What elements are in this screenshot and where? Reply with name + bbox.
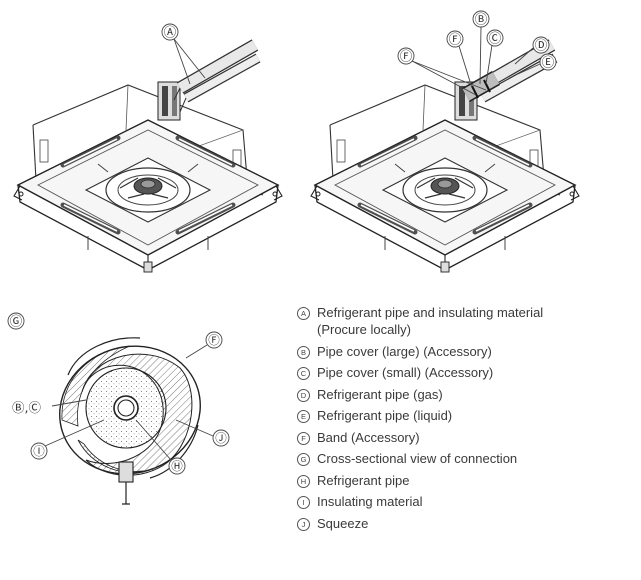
svg-text:Ⓒ: Ⓒ [489, 31, 502, 46]
legend-mark: B [297, 345, 310, 359]
svg-text:Ⓗ: Ⓗ [171, 459, 183, 473]
section-label-j: Ⓙ [175, 419, 230, 447]
legend-item-h: H Refrigerant pipe [296, 472, 641, 489]
legend-item-j: J Squeeze [296, 515, 641, 532]
legend-text: Refrigerant pipe [317, 472, 410, 488]
callout-f-upper: Ⓕ [446, 30, 473, 89]
legend-text: Pipe cover (small) (Accessory) [317, 365, 494, 380]
svg-text:Ⓖ: Ⓖ [10, 314, 23, 329]
legend-mark: A [297, 307, 310, 320]
legend-mark: C [297, 367, 310, 380]
callout-f-lower: Ⓕ [397, 47, 487, 96]
legend-mark: D [297, 388, 310, 402]
svg-text:Ⓕ: Ⓕ [208, 333, 220, 347]
svg-text:Ⓙ: Ⓙ [215, 431, 227, 445]
legend-text: Pipe cover (large) (Accessory) [317, 343, 492, 359]
svg-text:Ⓕ: Ⓕ [449, 32, 462, 47]
right-cassette-unit: Ⓑ Ⓒ Ⓓ Ⓔ Ⓕ Ⓕ [311, 10, 579, 272]
section-label-bc: Ⓑ,Ⓒ [12, 399, 87, 415]
legend-item-i: I Insulating material [296, 493, 641, 510]
svg-text:Ⓘ: Ⓘ [33, 444, 45, 458]
callout-b: Ⓑ [472, 10, 490, 85]
legend-text: Refrigerant pipe (liquid) [317, 408, 453, 423]
legend-text: Squeeze [317, 515, 369, 531]
svg-text:Ⓕ: Ⓕ [400, 49, 413, 64]
legend-mark: E [297, 410, 310, 423]
legend-item-b: B Pipe cover (large) (Accessory) [296, 343, 641, 360]
svg-text:Ⓐ: Ⓐ [164, 25, 177, 40]
callout-e: Ⓔ [517, 53, 557, 75]
legend-text: Insulating material [317, 494, 423, 509]
section-label-f: Ⓕ [185, 331, 223, 359]
svg-text:Ⓑ: Ⓑ [475, 12, 488, 27]
legend-text: Band (Accessory) [317, 429, 420, 445]
legend-text: Cross-sectional view of connection [317, 451, 518, 466]
left-cassette-unit: Ⓐ [14, 23, 282, 272]
legend-mark: F [297, 431, 310, 445]
legend-mark: I [297, 496, 310, 509]
legend-text: Refrigerant pipe and insulating material… [317, 305, 544, 337]
parts-legend: A Refrigerant pipe and insulating materia… [296, 304, 641, 536]
section-label-i: Ⓘ [30, 419, 105, 460]
legend-item-a: A Refrigerant pipe and insulating materia… [296, 304, 641, 338]
section-label-h: Ⓗ [135, 419, 186, 475]
svg-text:Ⓑ,Ⓒ: Ⓑ,Ⓒ [12, 400, 41, 415]
legend-item-g: G Cross-sectional view of connection [296, 450, 641, 467]
legend-item-d: D Refrigerant pipe (gas) [296, 386, 641, 403]
legend-item-e: E Refrigerant pipe (liquid) [296, 407, 641, 424]
legend-item-f: F Band (Accessory) [296, 429, 641, 446]
legend-mark: J [297, 517, 310, 531]
svg-text:Ⓔ: Ⓔ [542, 55, 555, 70]
legend-mark: H [297, 474, 310, 488]
callout-d: Ⓓ [514, 36, 550, 65]
legend-text: Refrigerant pipe (gas) [317, 386, 443, 402]
callout-a: Ⓐ [161, 23, 206, 85]
legend-item-c: C Pipe cover (small) (Accessory) [296, 364, 641, 381]
section-title-mark: Ⓖ [7, 312, 25, 330]
svg-text:Ⓓ: Ⓓ [535, 38, 548, 53]
legend-mark: G [297, 453, 310, 466]
cross-section-view: Ⓖ Ⓕ Ⓑ,Ⓒ Ⓘ [7, 312, 230, 505]
callout-c: Ⓒ [485, 29, 504, 85]
